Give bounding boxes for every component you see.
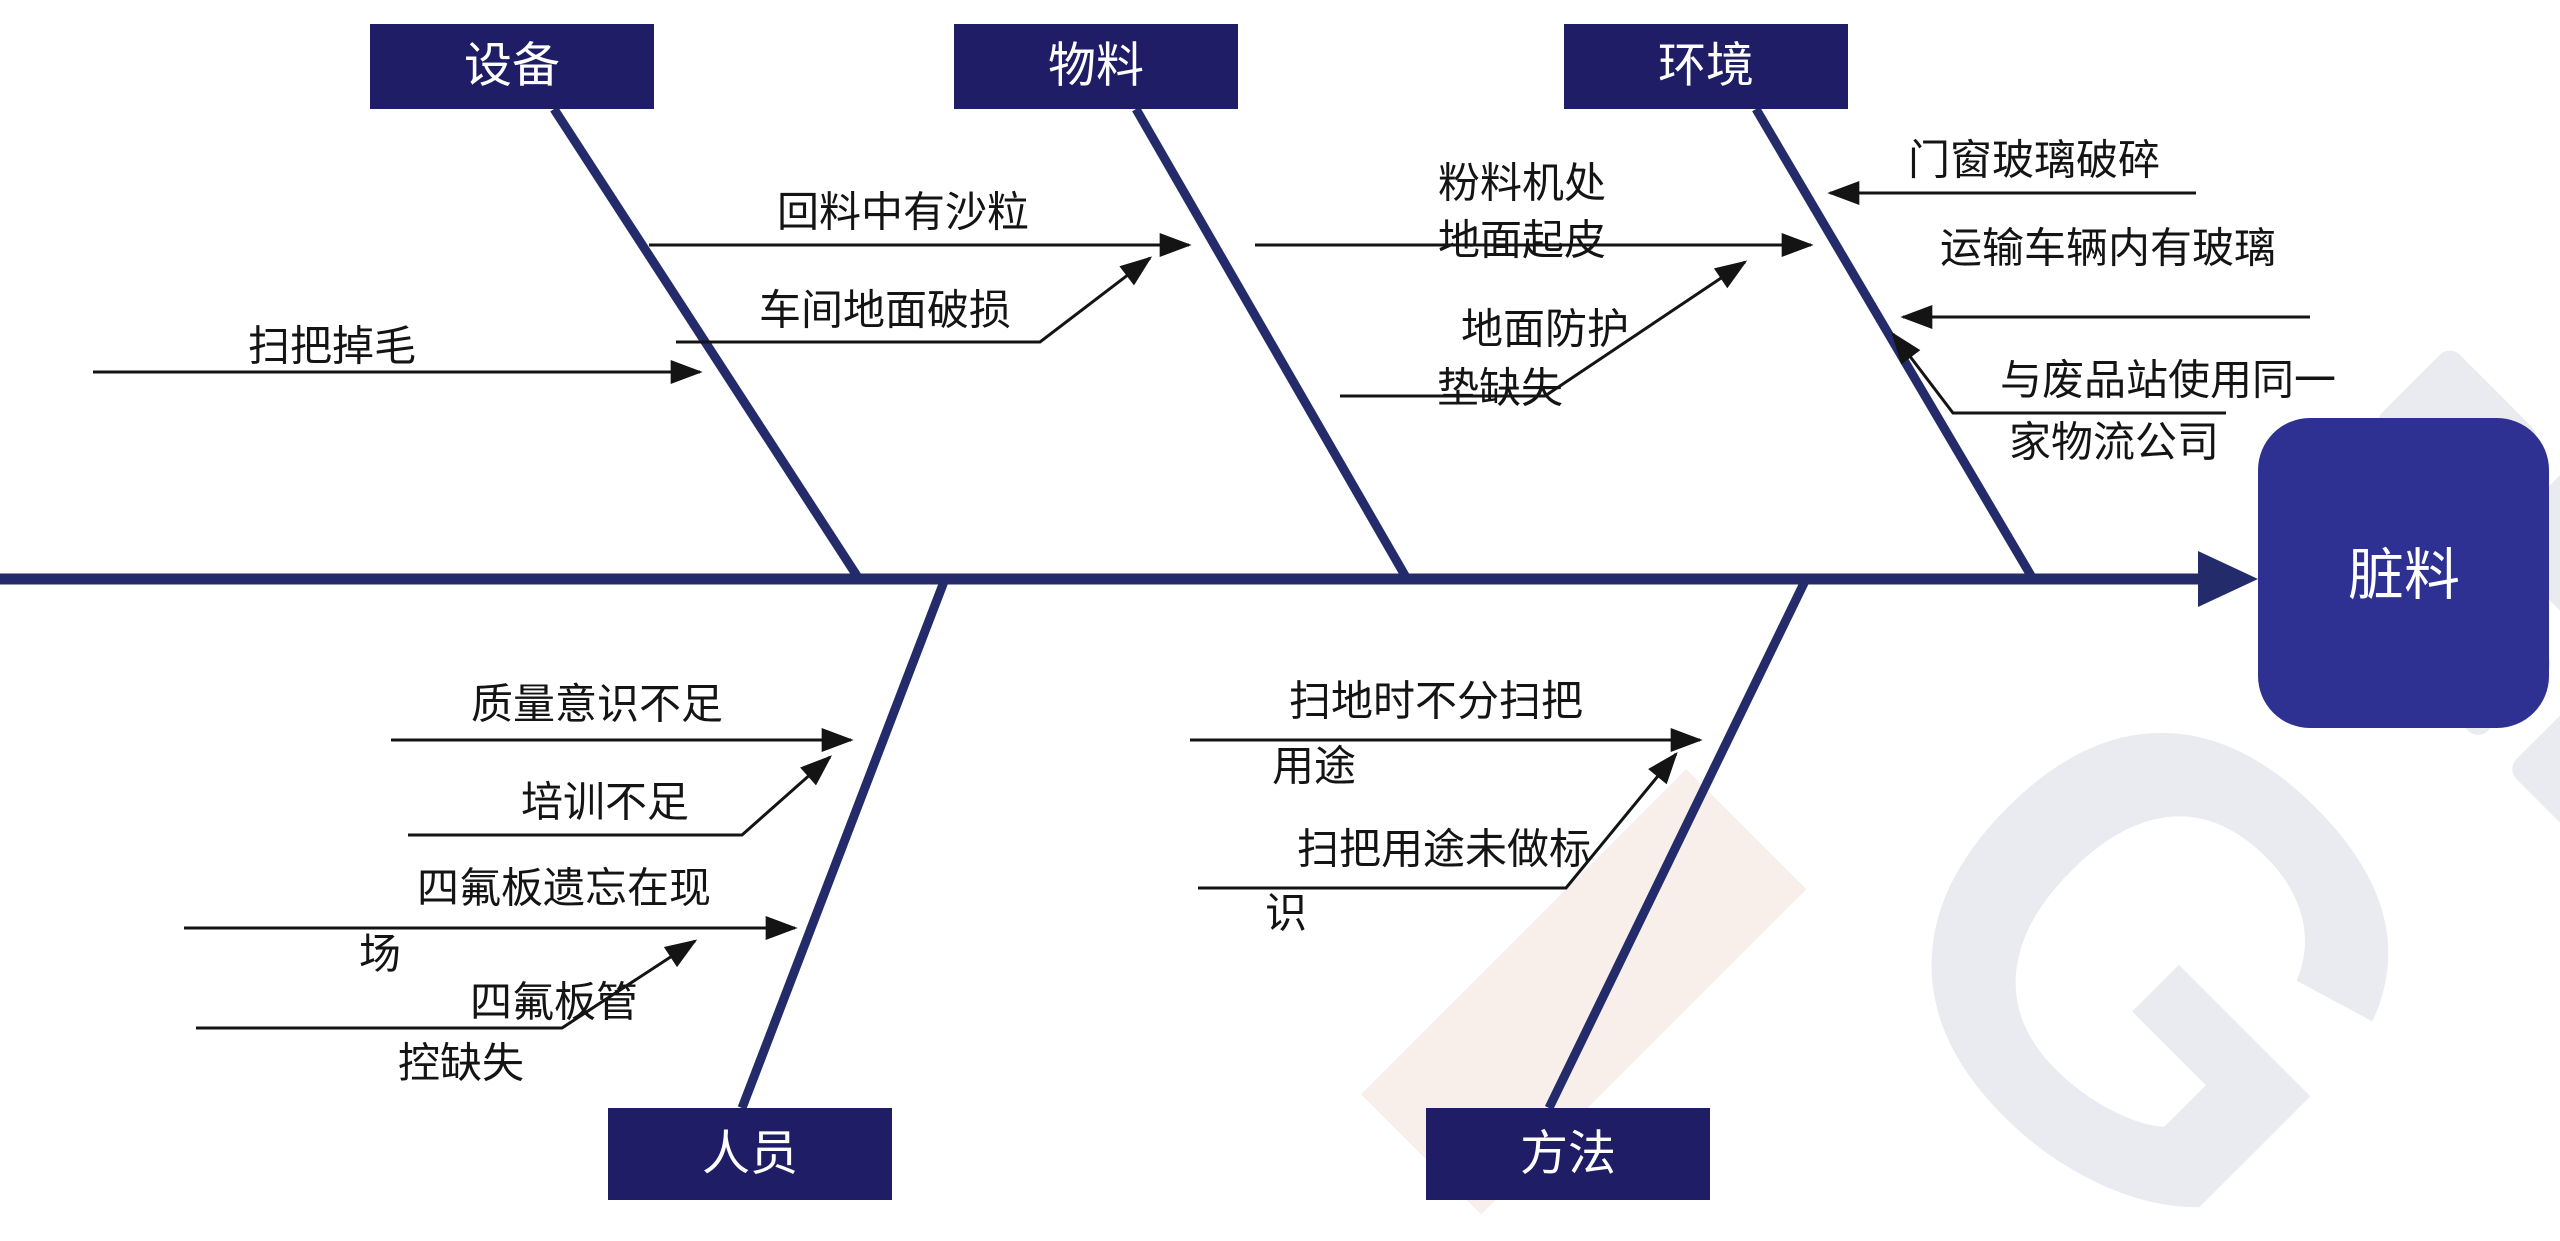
subcause-label-ptfe-control-missing-line2: 控缺失 [398, 1040, 524, 1087]
cause-label-sand-in-recycled: 回料中有沙粒 [777, 189, 1029, 236]
bone-material [1132, 106, 1411, 582]
cause-label-powder-machine-floor: 粉料机处 [1438, 160, 1606, 207]
category-box-material: 物料 [954, 24, 1238, 109]
cause-label-quality-awareness: 质量意识不足 [471, 681, 723, 728]
cause-label-broom-mixed-use-line2: 用途 [1272, 743, 1356, 790]
cause-label-broom-mixed-use: 扫地时不分扫把 [1289, 678, 1583, 725]
category-box-method: 方法 [1426, 1108, 1710, 1200]
category-box-environment: 环境 [1564, 24, 1848, 109]
category-label-material: 物料 [1048, 40, 1144, 93]
category-label-personnel: 人员 [702, 1128, 798, 1181]
category-box-personnel: 人员 [608, 1108, 892, 1200]
bone-personnel [737, 577, 950, 1110]
subcause-label-protection-mat-missing-line2: 垫缺失 [1437, 365, 1563, 412]
bone-method [1544, 577, 1811, 1110]
category-box-equipment: 设备 [370, 24, 654, 109]
subcause-arrow-training-insufficient [408, 755, 832, 837]
subcause-label-broom-not-labeled-line2: 识 [1265, 890, 1307, 937]
cause-label-window-glass-broken: 门窗玻璃破碎 [1908, 137, 2160, 184]
subcause-arrow-broom-not-labeled [1198, 751, 1678, 890]
spine-arrowhead [2198, 551, 2258, 607]
subcause-arrow-protection-mat-missing [1340, 260, 1748, 398]
watermark-pink-bar [1360, 769, 1807, 1215]
bone-equipment [550, 106, 863, 582]
subcause-label-floor-damaged: 车间地面破损 [759, 287, 1011, 334]
subcause-arrow-ptfe-control-missing [196, 939, 698, 1030]
category-label-method: 方法 [1520, 1128, 1616, 1181]
subcause-label-ptfe-control-missing: 四氟板管 [470, 979, 638, 1026]
category-label-equipment: 设备 [464, 40, 560, 93]
category-label-environment: 环境 [1658, 40, 1754, 93]
cause-label-powder-machine-floor-line2: 地面起皮 [1438, 217, 1606, 264]
subcause-label-same-logistics-line2: 家物流公司 [2009, 419, 2219, 466]
subcause-label-broom-not-labeled: 扫把用途未做标 [1297, 826, 1591, 873]
subcause-label-training-insufficient: 培训不足 [521, 779, 689, 826]
subcause-label-same-logistics: 与废品站使用同一 [2000, 357, 2336, 404]
effect-box: 脏料 [2258, 418, 2549, 728]
subcause-label-protection-mat-missing: 地面防护 [1461, 306, 1629, 353]
cause-label-ptfe-left-onsite: 四氟板遗忘在现 [417, 865, 711, 912]
effect-label: 脏料 [2348, 544, 2460, 607]
cause-label-broom-shedding: 扫把掉毛 [248, 323, 416, 370]
cause-label-glass-in-transport: 运输车辆内有玻璃 [1940, 225, 2276, 272]
subcause-arrow-floor-damaged [676, 256, 1153, 344]
subcause-arrow-same-logistics [1891, 331, 2226, 415]
cause-label-ptfe-left-onsite-line2: 场 [359, 931, 401, 978]
